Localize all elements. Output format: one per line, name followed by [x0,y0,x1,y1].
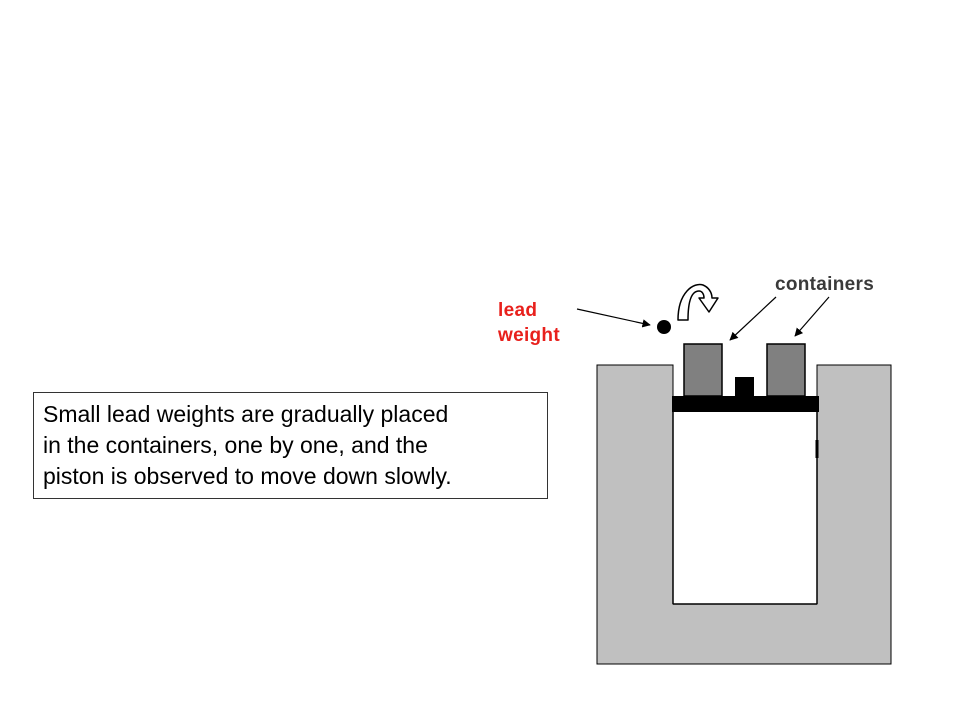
curved-arrow-icon [677,283,719,321]
lead-weight-ball [657,320,671,334]
lead-weight-label-line-1: lead [498,300,538,321]
lead-weight-label: lead weight [498,298,560,348]
lead-weight-label-line-2: weight [498,325,560,346]
caption-line-1: Small lead weights are gradually placed [43,401,449,427]
caption-box: Small lead weights are gradually placed … [33,392,548,499]
caption-line-3: piston is observed to move down slowly. [43,463,452,489]
containers-label: containers [775,274,875,295]
container-pointer-right [794,296,830,337]
lead-weight-pointer [576,308,651,328]
gas-chamber [673,412,817,604]
container-left [683,343,723,397]
container-right [766,343,806,397]
container-pointer-left [729,296,777,341]
caption-line-2: in the containers, one by one, and the [43,432,428,458]
piston-knob [735,377,754,397]
piston [672,396,819,412]
